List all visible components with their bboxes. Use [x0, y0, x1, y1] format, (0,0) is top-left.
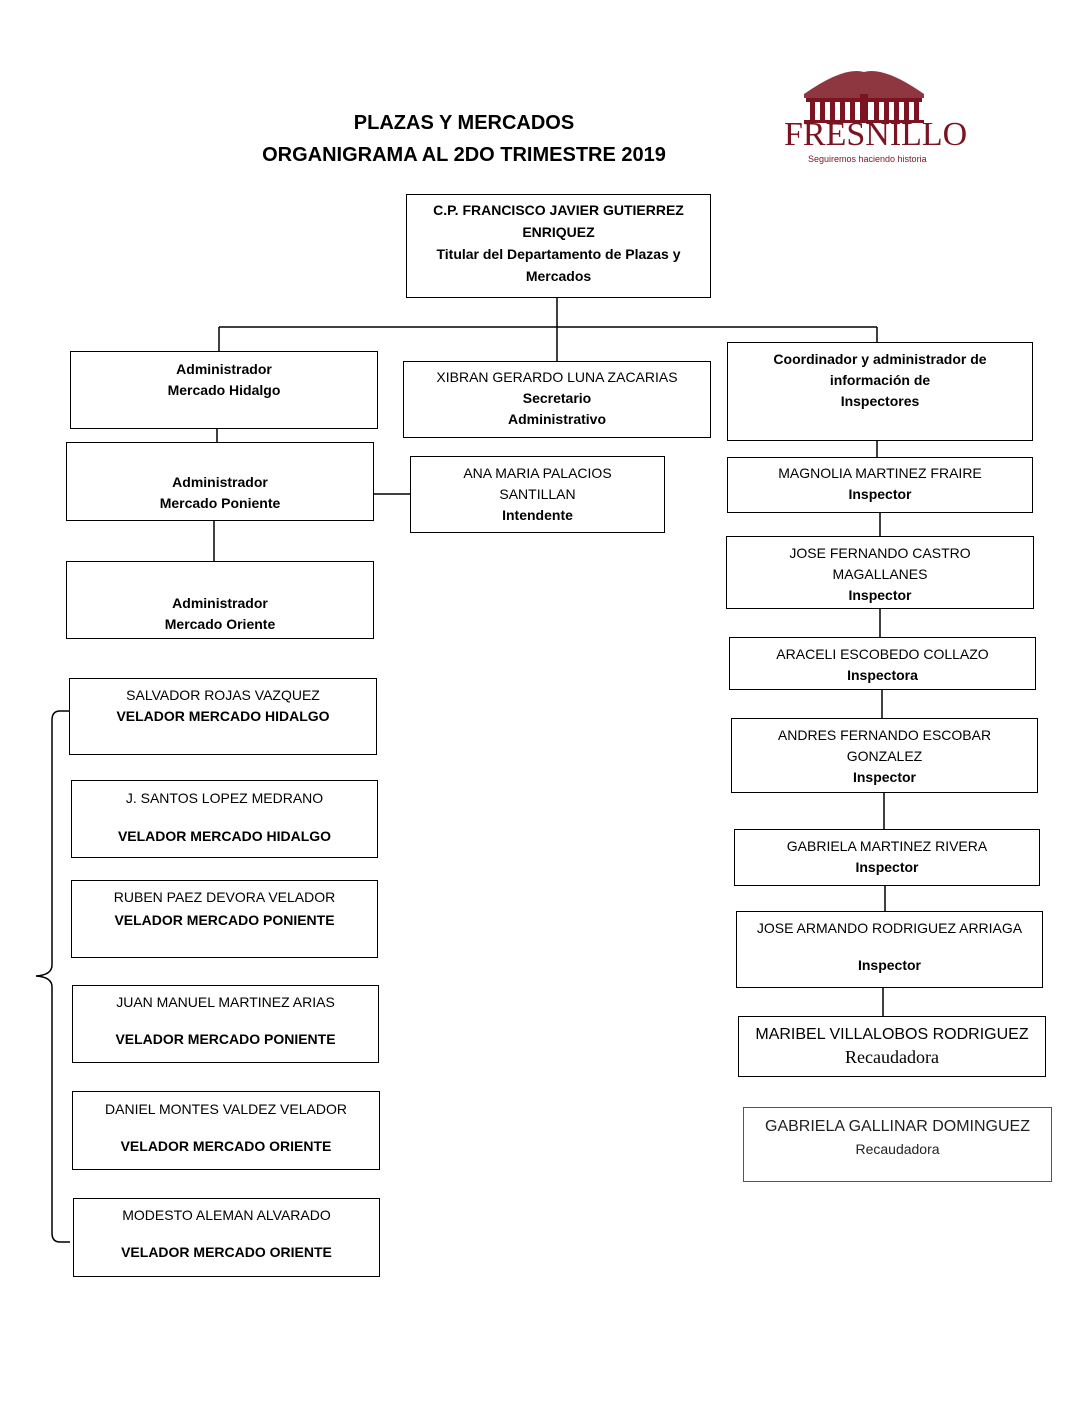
- watchman-box: DANIEL MONTES VALDEZ VELADOR VELADOR MER…: [72, 1091, 380, 1170]
- watchman-name: J. SANTOS LOPEZ MEDRANO: [125, 790, 324, 806]
- inspector-role: Inspector: [848, 587, 912, 603]
- head-box: C.P. FRANCISCO JAVIER GUTIERREZ ENRIQUEZ…: [406, 194, 711, 298]
- fresnillo-logo: FRESNILLO Seguiremos haciendo historia: [784, 64, 968, 168]
- admin-hidalgo-title: Administrador: [176, 361, 272, 377]
- collector-role: Recaudadora: [845, 1047, 939, 1067]
- arch-building-icon: [804, 70, 924, 123]
- intendant-role: Intendente: [502, 507, 573, 523]
- collector-box: GABRIELA GALLINAR DOMINGUEZ Recaudadora: [743, 1107, 1052, 1182]
- inspector-box: ARACELI ESCOBEDO COLLAZO Inspectora: [729, 637, 1036, 690]
- watchman-role: VELADOR MERCADO PONIENTE: [115, 1031, 336, 1047]
- admin-hidalgo-market: Mercado Hidalgo: [167, 382, 281, 398]
- inspector-name: JOSE FERNANDO CASTRO: [789, 545, 971, 561]
- head-name-line2: ENRIQUEZ: [522, 224, 595, 240]
- admin-poniente-box: Administrador Mercado Poniente: [66, 442, 374, 521]
- inspector-name: JOSE ARMANDO RODRIGUEZ ARRIAGA: [756, 920, 1023, 936]
- watchman-role: VELADOR MERCADO PONIENTE: [114, 912, 335, 928]
- inspector-name: ARACELI ESCOBEDO COLLAZO: [776, 646, 989, 662]
- collector-name: GABRIELA GALLINAR DOMINGUEZ: [765, 1118, 1030, 1135]
- watchman-name: SALVADOR ROJAS VAZQUEZ: [126, 687, 320, 703]
- inspector-name: GABRIELA MARTINEZ RIVERA: [786, 838, 988, 854]
- inspector-role: Inspectora: [847, 667, 918, 683]
- watchman-role: VELADOR MERCADO HIDALGO: [117, 828, 332, 844]
- coordinator-line3: Inspectores: [840, 393, 920, 409]
- inspector-box: GABRIELA MARTINEZ RIVERA Inspector: [734, 829, 1040, 886]
- watchman-role: VELADOR MERCADO ORIENTE: [121, 1244, 332, 1260]
- head-name-line1: C.P. FRANCISCO JAVIER GUTIERREZ: [433, 202, 684, 218]
- coordinator-line2: información de: [829, 372, 931, 388]
- intendant-name-line2: SANTILLAN: [499, 486, 576, 502]
- inspector-box: MAGNOLIA MARTINEZ FRAIRE Inspector: [727, 457, 1033, 513]
- watchman-role: VELADOR MERCADO ORIENTE: [120, 1138, 332, 1154]
- inspector-box: JOSE FERNANDO CASTRO MAGALLANES Inspecto…: [726, 536, 1034, 609]
- watchmen-bracket: [35, 710, 70, 1243]
- secretary-role-line1: Secretario: [522, 390, 592, 406]
- inspector-name-line2: MAGALLANES: [832, 566, 928, 582]
- watchman-name: DANIEL MONTES VALDEZ VELADOR: [105, 1101, 347, 1117]
- inspector-name: MAGNOLIA MARTINEZ FRAIRE: [778, 465, 982, 481]
- collector-box: MARIBEL VILLALOBOS RODRIGUEZ Recaudadora: [738, 1016, 1046, 1077]
- inspector-name-line2: GONZALEZ: [846, 748, 923, 764]
- inspector-box: JOSE ARMANDO RODRIGUEZ ARRIAGA Inspector: [736, 911, 1043, 988]
- inspector-box: ANDRES FERNANDO ESCOBAR GONZALEZ Inspect…: [731, 718, 1038, 793]
- head-role-line2: Mercados: [525, 268, 592, 284]
- collector-name: MARIBEL VILLALOBOS RODRIGUEZ: [755, 1026, 1029, 1043]
- logo-wordmark: FRESNILLO: [784, 116, 968, 153]
- intendant-box: ANA MARIA PALACIOS SANTILLAN Intendente: [410, 456, 665, 533]
- page-title: PLAZAS Y MERCADOS: [353, 112, 575, 134]
- admin-hidalgo-box: Administrador Mercado Hidalgo: [70, 351, 378, 429]
- inspector-role: Inspector: [857, 957, 921, 973]
- page-subtitle: ORGANIGRAMA AL 2DO TRIMESTRE 2019: [262, 144, 666, 166]
- admin-oriente-market: Mercado Oriente: [164, 616, 276, 632]
- secretary-name: XIBRAN GERARDO LUNA ZACARIAS: [436, 369, 678, 385]
- intendant-name-line1: ANA MARIA PALACIOS: [463, 465, 612, 481]
- coordinator-line1: Coordinador y administrador de: [773, 351, 987, 367]
- secretary-role-line2: Administrativo: [507, 411, 606, 427]
- watchman-role: VELADOR MERCADO HIDALGO: [116, 708, 330, 724]
- watchman-box: J. SANTOS LOPEZ MEDRANO VELADOR MERCADO …: [71, 780, 378, 858]
- watchman-name: RUBEN PAEZ DEVORA VELADOR: [113, 889, 336, 905]
- admin-poniente-title: Administrador: [172, 474, 268, 490]
- admin-oriente-title: Administrador: [172, 595, 268, 611]
- inspector-role: Inspector: [848, 486, 912, 502]
- admin-oriente-box: Administrador Mercado Oriente: [66, 561, 374, 639]
- watchman-box: MODESTO ALEMAN ALVARADO VELADOR MERCADO …: [73, 1198, 380, 1277]
- watchman-box: RUBEN PAEZ DEVORA VELADOR VELADOR MERCAD…: [71, 880, 378, 958]
- secretary-box: XIBRAN GERARDO LUNA ZACARIAS Secretario …: [403, 361, 711, 438]
- watchman-box: SALVADOR ROJAS VAZQUEZ VELADOR MERCADO H…: [69, 678, 377, 755]
- logo-tagline: Seguiremos haciendo historia: [808, 154, 927, 164]
- head-role-line1: Titular del Departamento de Plazas y: [436, 246, 681, 262]
- admin-poniente-market: Mercado Poniente: [159, 495, 281, 511]
- inspector-role: Inspector: [855, 859, 919, 875]
- inspector-name: ANDRES FERNANDO ESCOBAR: [777, 727, 992, 743]
- inspector-role: Inspector: [852, 769, 916, 785]
- watchman-name: MODESTO ALEMAN ALVARADO: [122, 1207, 331, 1223]
- collector-role: Recaudadora: [855, 1141, 940, 1157]
- watchman-name: JUAN MANUEL MARTINEZ ARIAS: [116, 994, 335, 1010]
- watchman-box: JUAN MANUEL MARTINEZ ARIAS VELADOR MERCA…: [72, 985, 379, 1063]
- coordinator-box: Coordinador y administrador de informaci…: [727, 342, 1033, 441]
